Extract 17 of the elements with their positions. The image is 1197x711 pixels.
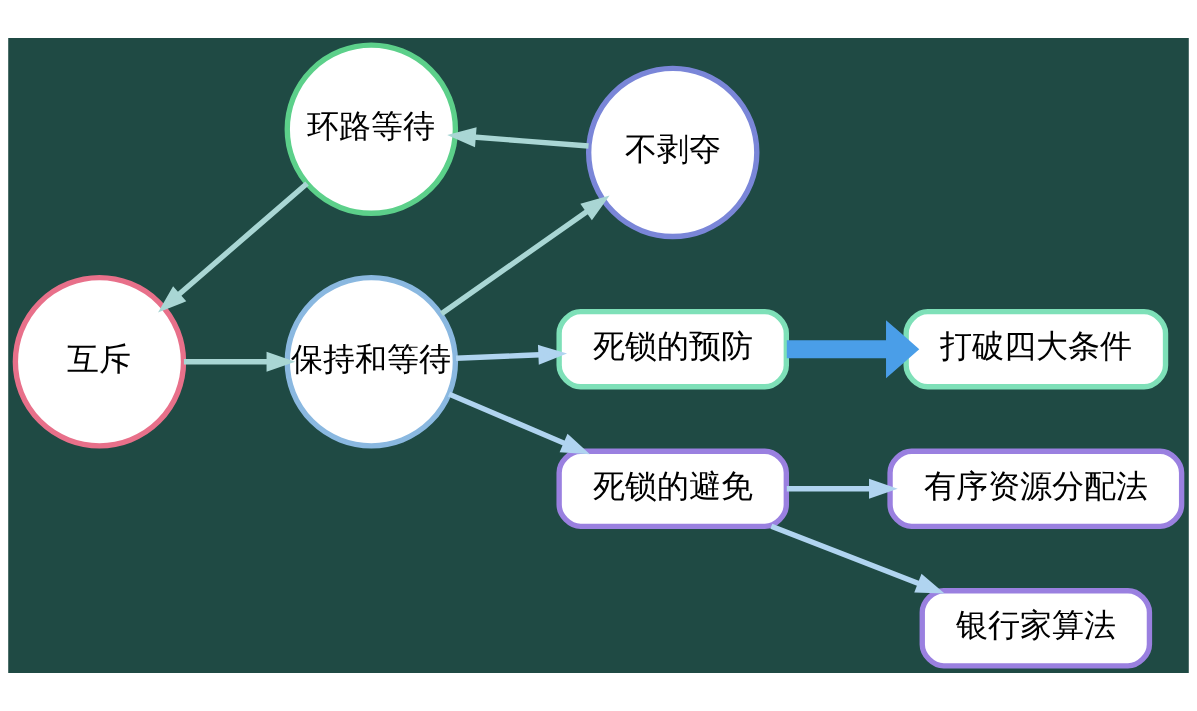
arrow [770, 523, 945, 594]
arrow [158, 181, 309, 313]
node-box: 死锁的预防 [556, 309, 789, 390]
arrow [786, 478, 898, 499]
node-circle: 保持和等待 [284, 275, 459, 449]
arrow [448, 391, 590, 455]
arrow [439, 195, 610, 316]
node-circle: 不剥夺 [585, 65, 760, 240]
node-box: 打破四大条件 [903, 309, 1169, 390]
arrow [447, 127, 589, 149]
arrow [455, 344, 568, 365]
node-box: 死锁的避免 [556, 448, 789, 529]
arrow [183, 351, 296, 372]
node-box: 银行家算法 [919, 588, 1153, 669]
node-circle: 环路等待 [284, 42, 459, 216]
node-box: 有序资源分配法 [887, 448, 1185, 529]
arrow [786, 320, 920, 379]
